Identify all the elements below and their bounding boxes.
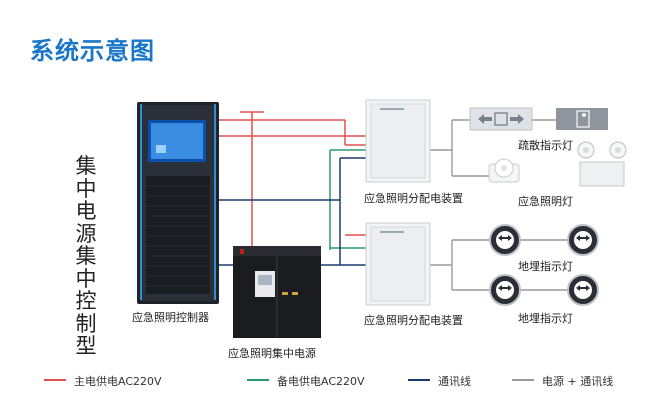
legend-swatch (408, 379, 430, 381)
legend-swatch (44, 379, 66, 381)
distribution-box-top (365, 99, 431, 183)
exit-sign-icon (469, 107, 533, 131)
vertical-title-char: 型 (75, 334, 97, 358)
vertical-title-char: 集 (75, 244, 97, 268)
emergency-twin-lamp-icon (577, 141, 627, 187)
legend-swatch (247, 379, 269, 381)
floor-indicator-label: 地埋指示灯 (518, 260, 573, 273)
distribution-top-label: 应急照明分配电装置 (364, 192, 463, 205)
round-lamp-icon (488, 158, 520, 183)
power-supply-cabinet (233, 246, 321, 338)
bidirectional-arrow-icon (489, 224, 521, 256)
bidirectional-arrow-icon (567, 224, 599, 256)
legend-item-comm: 通讯线 (408, 373, 498, 388)
legend-label: 主电供电AC220V (74, 375, 162, 388)
bidirectional-arrow-icon (567, 274, 599, 306)
legend-label: 备电供电AC220V (277, 375, 365, 388)
distribution-bottom-label: 应急照明分配电装置 (364, 314, 463, 327)
vertical-title-char: 中 (75, 176, 97, 201)
legend-item-power-comm: 电源 + 通讯线 (512, 373, 652, 388)
bidirectional-arrow-icon (489, 274, 521, 306)
legend-swatch (512, 379, 534, 381)
vertical-title-char: 控 (75, 289, 97, 313)
vertical-title-char: 制 (75, 311, 97, 336)
controller-cabinet (137, 102, 219, 304)
power-comm-wires (430, 119, 568, 291)
vertical-title-char: 中 (75, 266, 97, 291)
page-title: 系统示意图 (30, 37, 155, 65)
main-power-wires (218, 111, 370, 250)
legend-item-main-power: 主电供电AC220V (44, 373, 204, 388)
vertical-title: 集 中 电 源 集 中 控 制 型 (74, 155, 98, 358)
legend-label: 通讯线 (438, 375, 471, 388)
vertical-title-char: 电 (75, 199, 97, 223)
legend-item-backup-power: 备电供电AC220V (247, 373, 407, 388)
controller-label: 应急照明控制器 (132, 311, 209, 324)
floor-indicator-label: 地埋指示灯 (518, 312, 573, 325)
legend-label: 电源 + 通讯线 (542, 375, 614, 388)
vertical-title-char: 源 (75, 221, 97, 246)
power-supply-label: 应急照明集中电源 (228, 347, 316, 360)
vertical-title-char: 集 (75, 154, 97, 178)
emergency-light-label: 应急照明灯 (518, 195, 573, 208)
evac-sign-label: 疏散指示灯 (518, 139, 573, 152)
exit-running-man-icon (556, 108, 608, 130)
distribution-box-bottom (365, 222, 431, 306)
